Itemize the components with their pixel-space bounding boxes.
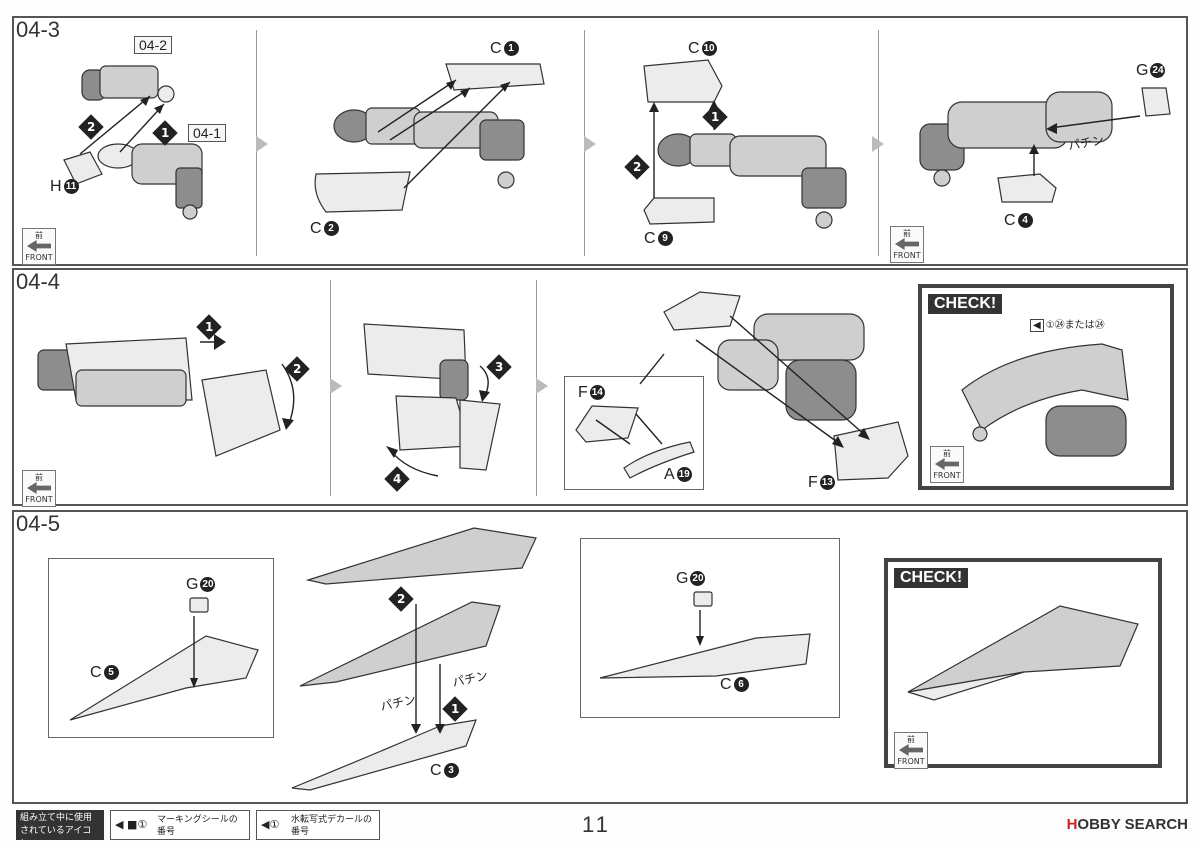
part-g20b-drawing: [693, 591, 713, 607]
next-arrow-icon: [536, 378, 548, 394]
sticker-icon: ◀: [1030, 319, 1044, 332]
part-g20-drawing: [189, 597, 209, 613]
arm-lower-drawing: [97, 143, 203, 220]
check-assembly-drawing-a: [961, 343, 1129, 457]
callout-arrow: [696, 610, 704, 646]
check-assembly-drawing-b: [907, 605, 1139, 701]
front-arrow-icon: [27, 482, 51, 494]
step-label-text: 04-3: [16, 17, 61, 42]
wing-mid-drawing: [299, 601, 501, 687]
wing-lower-drawing: [291, 719, 477, 791]
rotate-arrows-b: [386, 365, 490, 477]
marking-sticker-icon: ◀ ■①: [115, 818, 148, 831]
part-c5-drawing: [69, 635, 259, 721]
arm-assembly-b-drawing: [333, 107, 525, 189]
step-04-4-label: 04-4: [16, 269, 61, 298]
legend-title: 組み立て中に使用されているアイコン: [16, 810, 104, 849]
arm-upper-drawing: [81, 65, 175, 103]
assembly-arrows-e: [639, 315, 870, 448]
next-arrow-icon: [256, 136, 268, 152]
part-f13-drawing: [833, 421, 909, 481]
step-label-text: 04-5: [16, 511, 61, 536]
shield-open-drawing: [37, 337, 281, 457]
assembly-arrows-f: [411, 604, 445, 734]
callout-arrows: [595, 413, 663, 445]
arm-assembly-c-drawing: [657, 133, 847, 229]
shield-folding-drawing: [363, 323, 501, 471]
next-arrow-icon: [584, 136, 596, 152]
part-upper-cover-drawing: [663, 291, 741, 331]
assembly-arrows-d: [1029, 115, 1141, 176]
arm-assembly-d-drawing: [919, 91, 1113, 187]
legend-water-text: 水転写式デカールの番号: [291, 815, 373, 837]
step-label-text: 04-4: [16, 269, 61, 294]
legend-marking-text: マーキングシールの番号: [157, 815, 238, 837]
part-c2-drawing: [314, 171, 411, 213]
part-h11-drawing: [63, 151, 103, 185]
water-decal-icon: ◀①: [261, 818, 280, 831]
check-title: CHECK!: [894, 568, 969, 588]
sticker-note: ◀①㉔または㉔: [1030, 316, 1105, 332]
part-c6-drawing: [599, 633, 811, 679]
wing-upper-drawing: [305, 527, 537, 585]
step-04-3-label: 04-3: [16, 17, 61, 46]
detail-callout-box: [580, 538, 840, 718]
part-c10-drawing: [643, 59, 723, 103]
part-a19-drawing: [623, 441, 695, 479]
leg-assembly-drawing: [717, 313, 865, 421]
front-arrow-icon: [899, 744, 923, 756]
part-c4-drawing: [997, 173, 1057, 203]
page-number: 11: [582, 812, 611, 837]
footer-legend: 組み立て中に使用されているアイコン ◀ ■① マーキングシールの番号 ◀① 水転…: [16, 808, 1188, 849]
next-arrow-icon: [330, 378, 342, 394]
subassembly-ref-04-1: 04-1: [188, 124, 227, 142]
step-04-5-label: 04-5: [16, 511, 61, 540]
assembly-arrows-b: [377, 79, 511, 189]
front-arrow-icon: [27, 240, 51, 252]
callout-arrow: [190, 616, 198, 688]
assembly-arrows: [79, 95, 165, 155]
front-arrow-icon: [895, 238, 919, 250]
front-arrow-icon: [935, 458, 959, 470]
next-arrow-icon: [872, 136, 884, 152]
part-g24-drawing: [1141, 87, 1171, 117]
part-c1-drawing: [445, 63, 545, 91]
part-f14-drawing: [575, 405, 639, 443]
legend-water-decal: ◀① 水転写式デカールの番号: [256, 810, 380, 840]
legend-marking-sticker: ◀ ■① マーキングシールの番号: [110, 810, 250, 840]
check-title: CHECK!: [928, 294, 1003, 314]
part-c9-drawing: [643, 197, 715, 225]
subassembly-ref-04-2: 04-2: [134, 36, 173, 54]
brand-watermark: HOBBY SEARCH: [1066, 816, 1188, 833]
sticker-note-text: ①㉔または㉔: [1045, 320, 1105, 331]
